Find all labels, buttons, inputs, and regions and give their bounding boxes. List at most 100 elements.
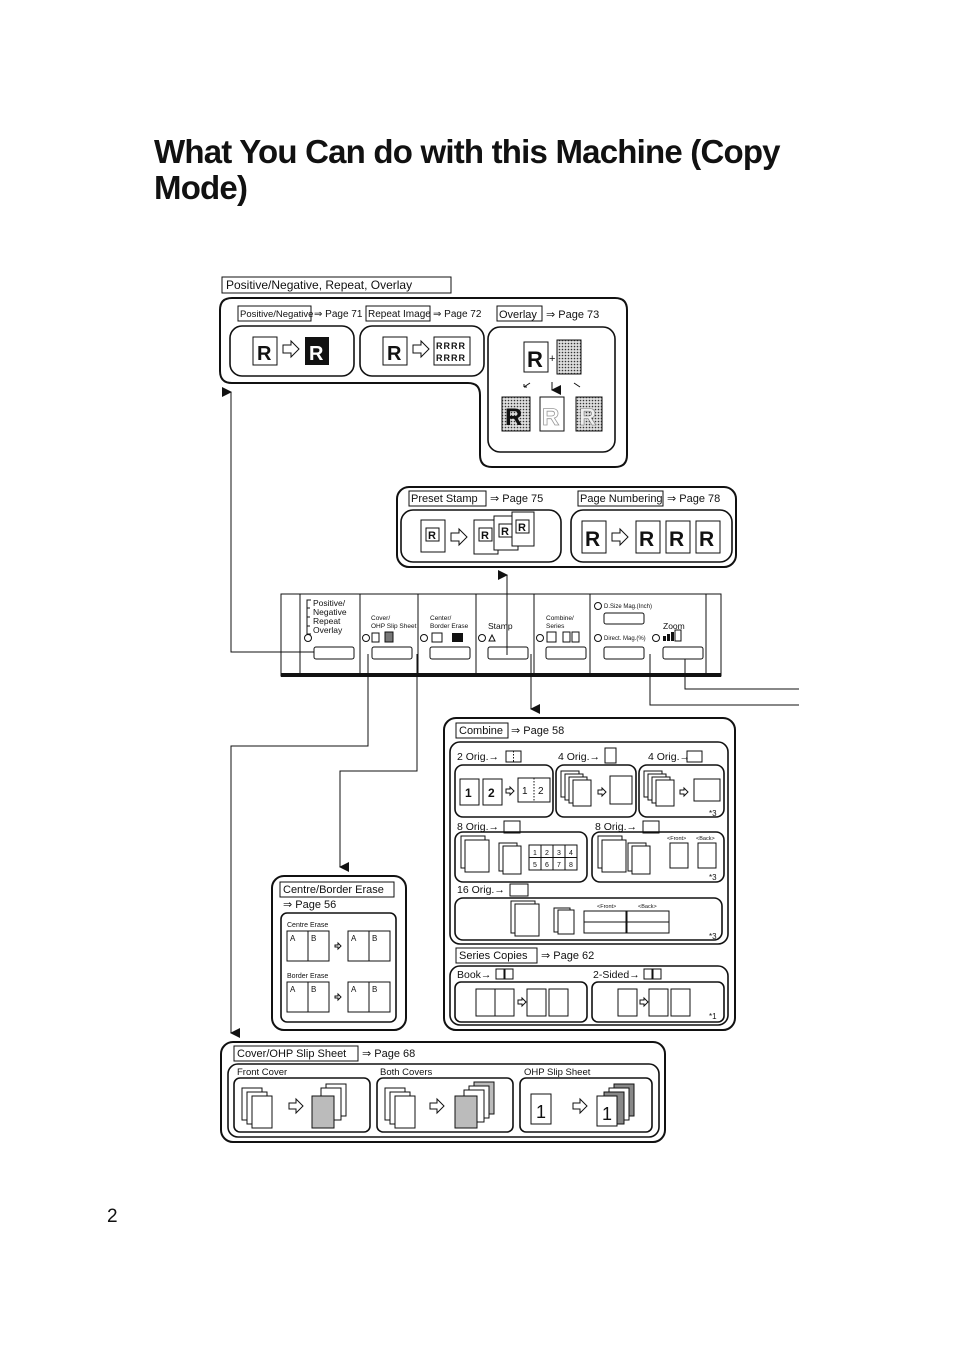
svg-text:2: 2 bbox=[538, 786, 544, 797]
svg-text:3: 3 bbox=[557, 850, 561, 857]
svg-text:R: R bbox=[527, 347, 543, 372]
combine-2orig: 2 Orig.→ bbox=[457, 751, 499, 763]
series-2sided: 2-Sided→ bbox=[593, 969, 640, 981]
front-cover-label: Front Cover bbox=[237, 1067, 287, 1078]
svg-text:1: 1 bbox=[602, 1104, 612, 1124]
svg-text:1: 1 bbox=[536, 1102, 546, 1122]
svg-text:4: 4 bbox=[569, 850, 573, 857]
front-label-a: <Front> bbox=[667, 836, 686, 842]
cover-section: Cover/OHP Slip Sheet ⇒ Page 68 Front Cov… bbox=[220, 1041, 666, 1143]
repeat-image-label: Repeat Image bbox=[368, 309, 431, 320]
panel-pn-3: Repeat bbox=[313, 616, 341, 626]
overlay-ref: ⇒ Page 73 bbox=[546, 309, 599, 321]
panel-pn-2: Negative bbox=[313, 607, 347, 617]
panel-dsize: D.Size Mag.(Inch) bbox=[604, 604, 652, 610]
combine-ref: ⇒ Page 58 bbox=[511, 725, 564, 737]
combine-16orig: 16 Orig.→ bbox=[457, 884, 505, 896]
svg-text:R: R bbox=[699, 528, 714, 551]
page-number: 2 bbox=[107, 1206, 118, 1227]
panel-center-2: Border Erase bbox=[430, 623, 469, 630]
cover-ohp-key[interactable] bbox=[371, 646, 413, 660]
panel-cover-2: OHP Slip Sheet bbox=[371, 623, 417, 630]
zoom-key[interactable] bbox=[662, 646, 704, 660]
preset-stamp-label: Preset Stamp bbox=[411, 493, 478, 505]
panel-combine-1: Combine/ bbox=[546, 615, 574, 622]
svg-text:R: R bbox=[309, 343, 324, 365]
svg-text:R: R bbox=[542, 404, 559, 431]
panel-center-1: Center/ bbox=[430, 615, 452, 622]
svg-text:1: 1 bbox=[533, 850, 537, 857]
svg-text:RRRR: RRRR bbox=[436, 353, 466, 363]
ohp-slip-sheet-label: OHP Slip Sheet bbox=[524, 1067, 591, 1078]
note-3-c: *3 bbox=[709, 932, 717, 941]
control-panel: Positive/ Negative Repeat Overlay Cover/… bbox=[280, 593, 722, 677]
svg-text:R: R bbox=[585, 528, 600, 551]
repeat-image-ref: ⇒ Page 72 bbox=[433, 309, 482, 320]
panel-pn-1: Positive/ bbox=[313, 598, 346, 608]
combine-4orig-b: 4 Orig.→ bbox=[648, 751, 690, 763]
panel-stamp: Stamp bbox=[488, 621, 513, 631]
stamp-key[interactable] bbox=[487, 646, 529, 660]
cover-ref: ⇒ Page 68 bbox=[362, 1048, 415, 1060]
svg-text:B: B bbox=[372, 934, 377, 943]
svg-text:A: A bbox=[290, 934, 296, 943]
centre-erase-label: Centre Erase bbox=[287, 922, 328, 929]
svg-text:7: 7 bbox=[557, 862, 561, 869]
svg-text:R: R bbox=[257, 343, 272, 365]
erase-section: Centre/Border Erase ⇒ Page 56 Centre Era… bbox=[271, 875, 407, 1031]
panel-zoom: Zoom bbox=[663, 621, 685, 631]
svg-text:R: R bbox=[501, 526, 509, 538]
both-covers-label: Both Covers bbox=[380, 1067, 433, 1078]
svg-text:RRRR: RRRR bbox=[436, 341, 466, 351]
indicator-lamp bbox=[304, 634, 312, 642]
front-label-b: <Front> bbox=[597, 904, 616, 910]
erase-heading: Centre/Border Erase bbox=[283, 884, 384, 896]
svg-text:R: R bbox=[428, 530, 436, 542]
svg-text:A: A bbox=[351, 985, 357, 994]
erase-ref: ⇒ Page 56 bbox=[283, 899, 336, 911]
note-3-a: *3 bbox=[709, 809, 717, 818]
combine-series-key[interactable] bbox=[545, 646, 587, 660]
svg-text:R: R bbox=[481, 530, 489, 542]
stamp-section: Preset Stamp ⇒ Page 75 Page Numbering ⇒ … bbox=[396, 486, 737, 568]
arrow-icon bbox=[450, 527, 468, 547]
direct-mag-key[interactable] bbox=[603, 646, 645, 660]
svg-text:B: B bbox=[311, 985, 316, 994]
svg-text:R: R bbox=[387, 343, 402, 365]
back-label-a: <Back> bbox=[696, 836, 715, 842]
grid-8-a: 1 2 3 4 5 6 7 8 bbox=[528, 844, 578, 871]
connector-lines bbox=[222, 387, 799, 1038]
svg-text:A: A bbox=[351, 934, 357, 943]
svg-text:+: + bbox=[549, 353, 555, 365]
svg-text:8: 8 bbox=[569, 862, 573, 869]
svg-text:1: 1 bbox=[522, 786, 528, 797]
note-3-b: *3 bbox=[709, 873, 717, 882]
svg-text:R: R bbox=[639, 528, 654, 551]
arrow-icon bbox=[412, 339, 430, 359]
svg-text:6: 6 bbox=[545, 862, 549, 869]
positive-negative-key[interactable] bbox=[313, 646, 355, 660]
arrow-icon bbox=[611, 527, 629, 547]
posneg-heading: Positive/Negative, Repeat, Overlay bbox=[226, 278, 412, 292]
dsize-mag-key[interactable] bbox=[603, 612, 645, 625]
panel-combine-2: Series bbox=[546, 623, 565, 630]
arrow-icon bbox=[282, 339, 300, 359]
svg-text:2: 2 bbox=[545, 850, 549, 857]
center-border-erase-key[interactable] bbox=[429, 646, 471, 660]
combine-section: Combine ⇒ Page 58 2 Orig.→ 4 Orig.→ 4 Or… bbox=[443, 717, 736, 1031]
svg-text:B: B bbox=[311, 934, 316, 943]
page-title: What You Can do with this Machine (Copy … bbox=[154, 133, 781, 206]
preset-stamp-ref: ⇒ Page 75 bbox=[490, 493, 543, 505]
combine-8orig-a: 8 Orig.→ bbox=[457, 821, 499, 833]
positive-negative-label: Positive/Negative bbox=[240, 309, 313, 320]
svg-text:B: B bbox=[372, 985, 377, 994]
combine-8orig-b: 8 Orig.→ bbox=[595, 821, 637, 833]
svg-text:R: R bbox=[669, 528, 684, 551]
svg-text:5: 5 bbox=[533, 862, 537, 869]
back-label-b: <Back> bbox=[638, 904, 657, 910]
positive-negative-ref: ⇒ Page 71 bbox=[314, 309, 363, 320]
page-numbering-label: Page Numbering bbox=[580, 493, 663, 505]
series-book: Book→ bbox=[457, 969, 491, 981]
panel-cover-1: Cover/ bbox=[371, 615, 390, 622]
